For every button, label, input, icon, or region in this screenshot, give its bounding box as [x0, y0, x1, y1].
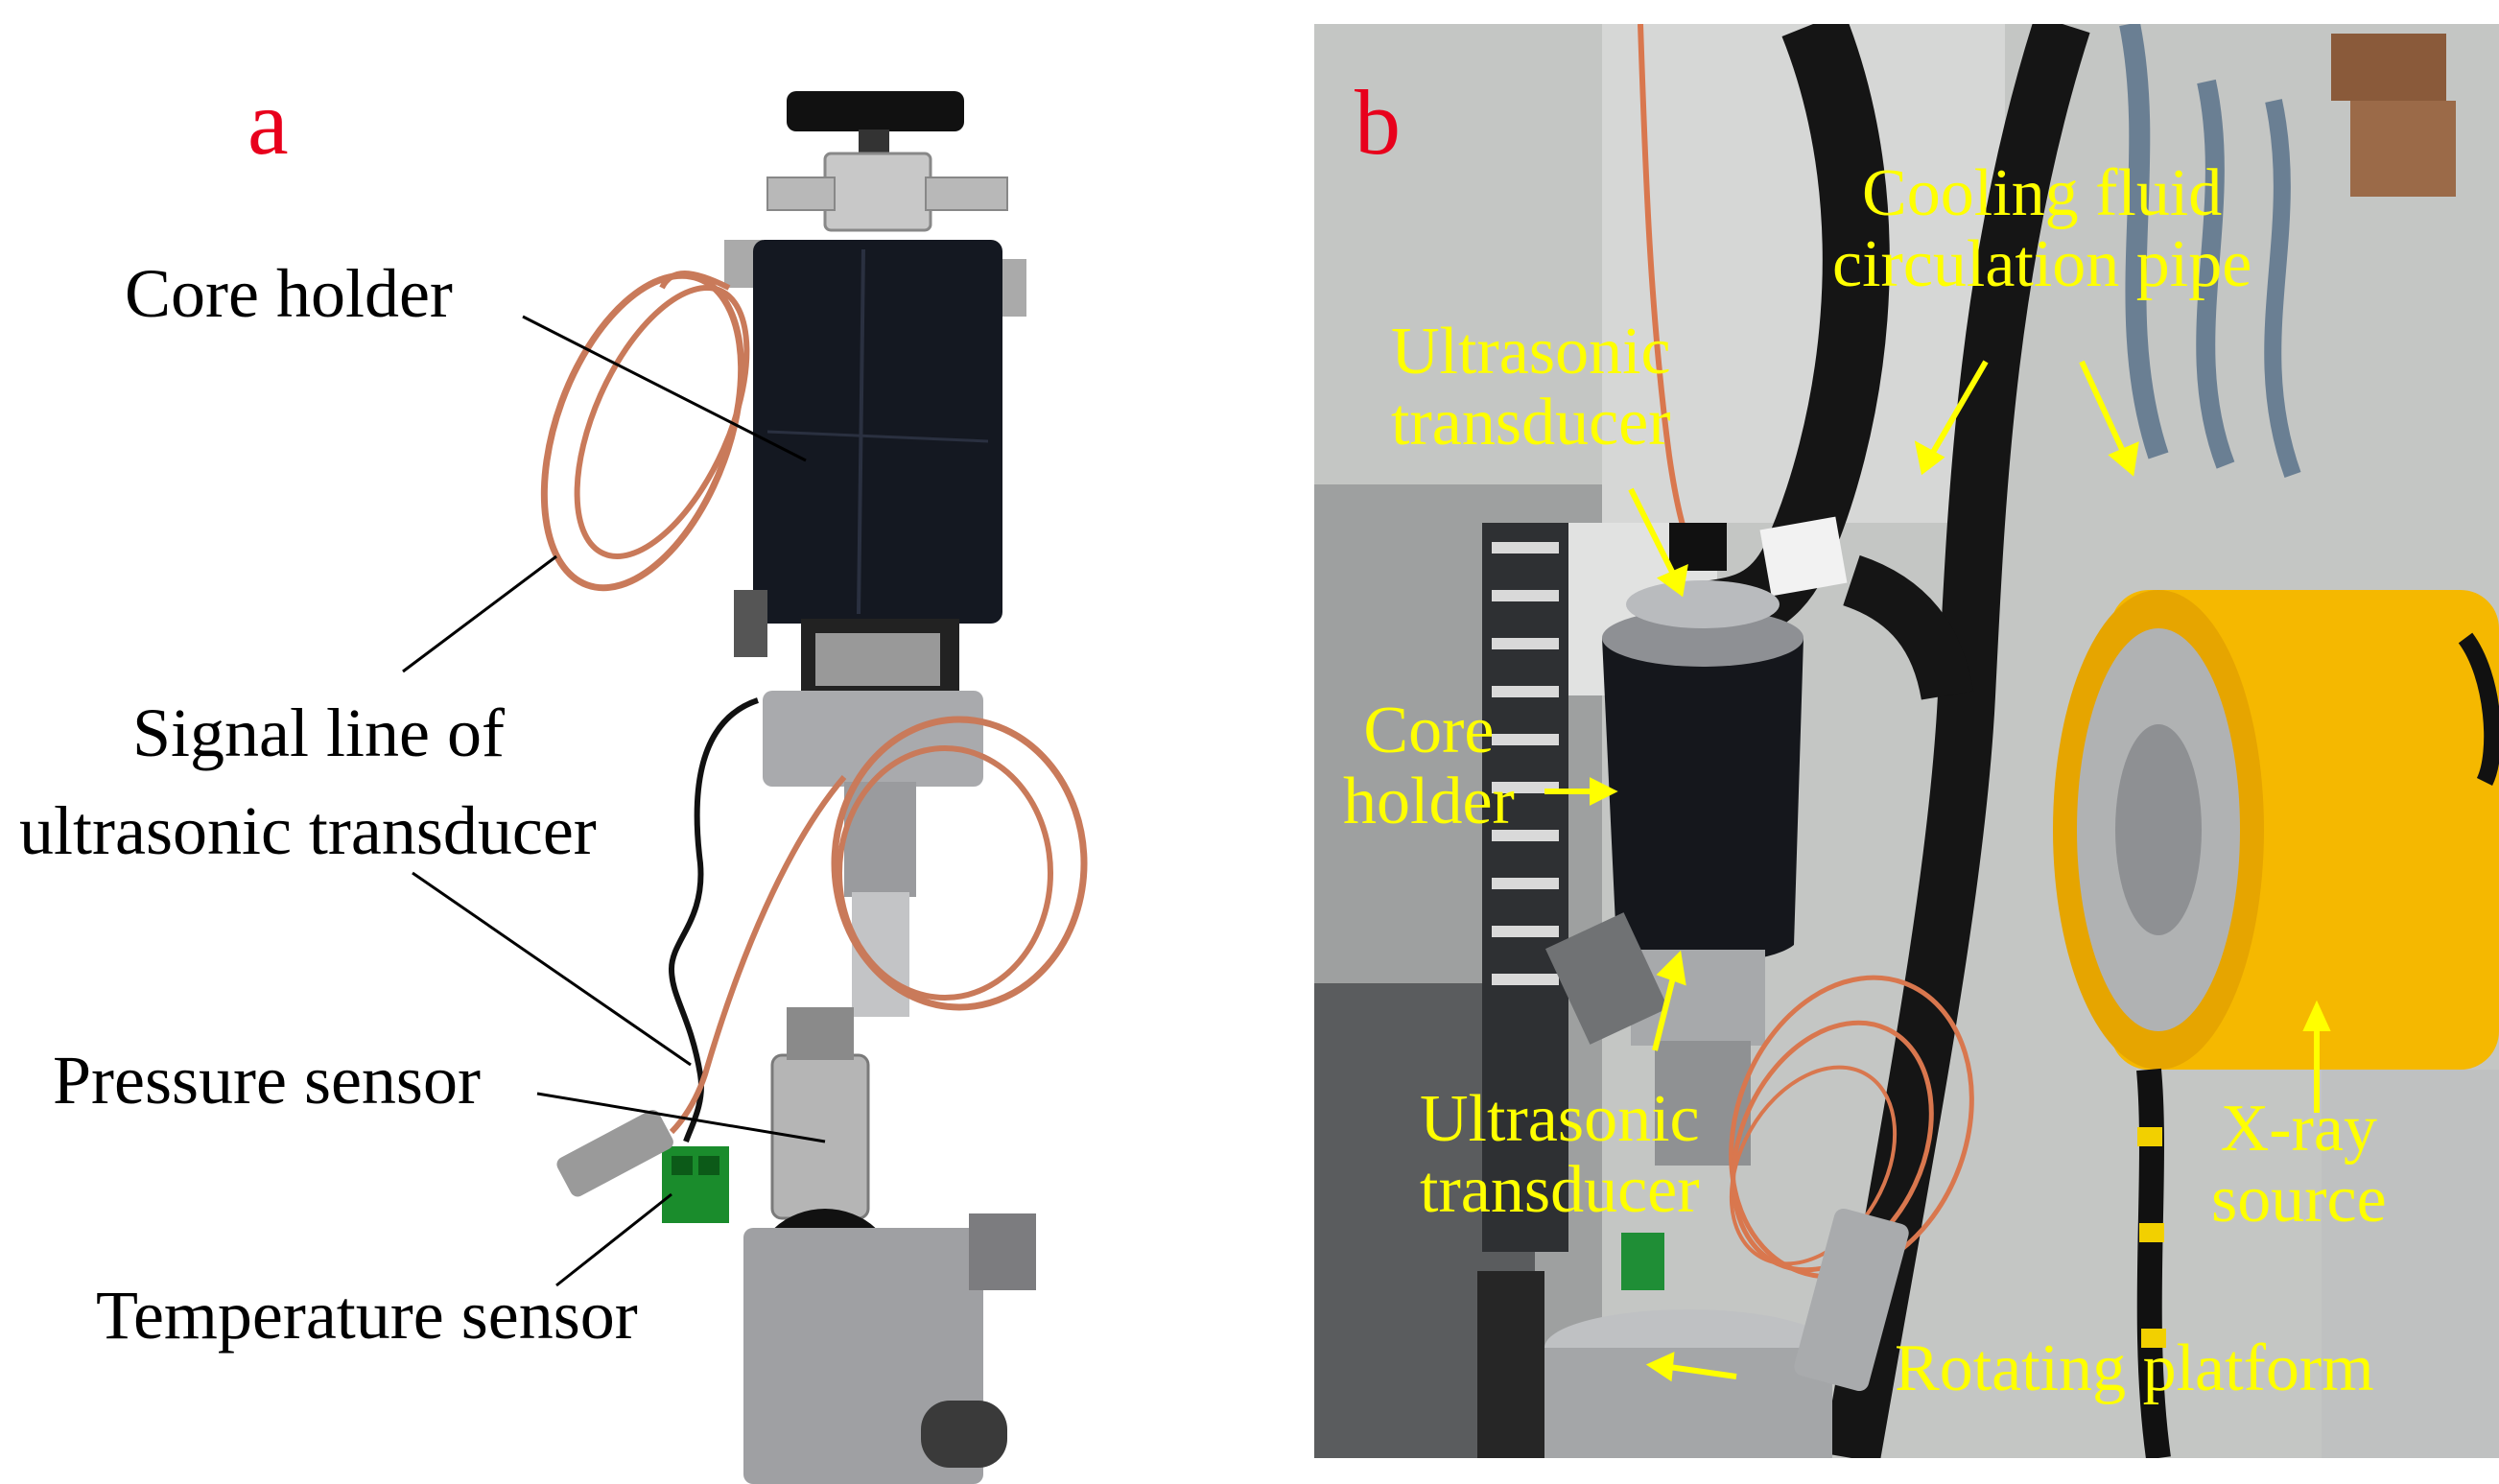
- label-core-holder-b: Core holder: [1343, 695, 1515, 836]
- label-ultrasonic-bottom: Ultrasonic transducer: [1420, 1084, 1700, 1225]
- core-holder-body: [753, 240, 1002, 624]
- core-holder-b: [1602, 638, 1804, 963]
- label-xray-line-1: X-ray: [2220, 1092, 2377, 1166]
- panel-letter-b: b: [1355, 71, 1401, 174]
- signal-cable-loop-lower: [831, 716, 1088, 1011]
- label-ultrasonic-bottom-line-2: transducer: [1420, 1152, 1700, 1227]
- label-temperature-sensor: Temperature sensor: [96, 1277, 638, 1354]
- label-signal-line-2: ultrasonic transducer: [19, 792, 597, 869]
- bnc-connector: [556, 1109, 673, 1197]
- label-xray-line-2: source: [2211, 1162, 2387, 1237]
- leader-temperature-sensor: [555, 1192, 672, 1287]
- panel-b-drawing: [1314, 24, 2499, 1458]
- label-ultrasonic-bottom-line-1: Ultrasonic: [1420, 1082, 1700, 1156]
- panel-a-photo: a Core holder Signal line of ultrasonic …: [19, 71, 1088, 1484]
- label-core-line-2: holder: [1343, 764, 1515, 838]
- label-ultrasonic-top: Ultrasonic transducer: [1391, 317, 1671, 458]
- label-xray-source: X-ray source: [2211, 1094, 2387, 1235]
- valve-body: [823, 152, 932, 232]
- leader-signal-line: [402, 554, 557, 673]
- label-core-holder: Core holder: [125, 255, 453, 332]
- label-core-line-1: Core: [1363, 694, 1495, 767]
- label-pressure-sensor: Pressure sensor: [53, 1042, 481, 1119]
- leader-signal-line-2: [412, 871, 692, 1067]
- black-cable: [668, 697, 759, 1143]
- pressure-sensor-body: [770, 1053, 870, 1220]
- arrow-ultrasonic-top: [1628, 487, 1677, 577]
- label-ultrasonic-top-line-1: Ultrasonic: [1391, 315, 1671, 389]
- support-cylinder: [763, 691, 983, 787]
- panel-a-drawing: [402, 91, 1088, 1484]
- label-cooling-line-2: circulation pipe: [1832, 226, 2252, 301]
- cooling-pipe-right: [1823, 24, 2090, 1458]
- leader-pressure-sensor: [536, 1092, 826, 1143]
- label-signal-line-1: Signal line of: [132, 695, 505, 771]
- label-rotating-platform: Rotating platform: [1895, 1331, 2374, 1405]
- arrow-cooling-2: [2079, 360, 2128, 458]
- arrow-rotating-platform: [1668, 1364, 1737, 1379]
- arrow-ultrasonic-bottom: [1652, 973, 1677, 1051]
- leader-core-holder: [522, 315, 807, 462]
- arrow-cooling-1: [1928, 360, 1989, 458]
- label-ultrasonic-top-line-2: transducer: [1391, 385, 1671, 459]
- valve-handle: [787, 91, 964, 131]
- panel-letter-a: a: [248, 71, 289, 174]
- label-cooling-line-1: Cooling fluid: [1862, 156, 2223, 230]
- label-cooling-pipe: Cooling fluid circulation pipe: [1832, 158, 2251, 299]
- panel-b-photo: b Cooling fluid circulation pipe Ultraso…: [1314, 24, 2499, 1458]
